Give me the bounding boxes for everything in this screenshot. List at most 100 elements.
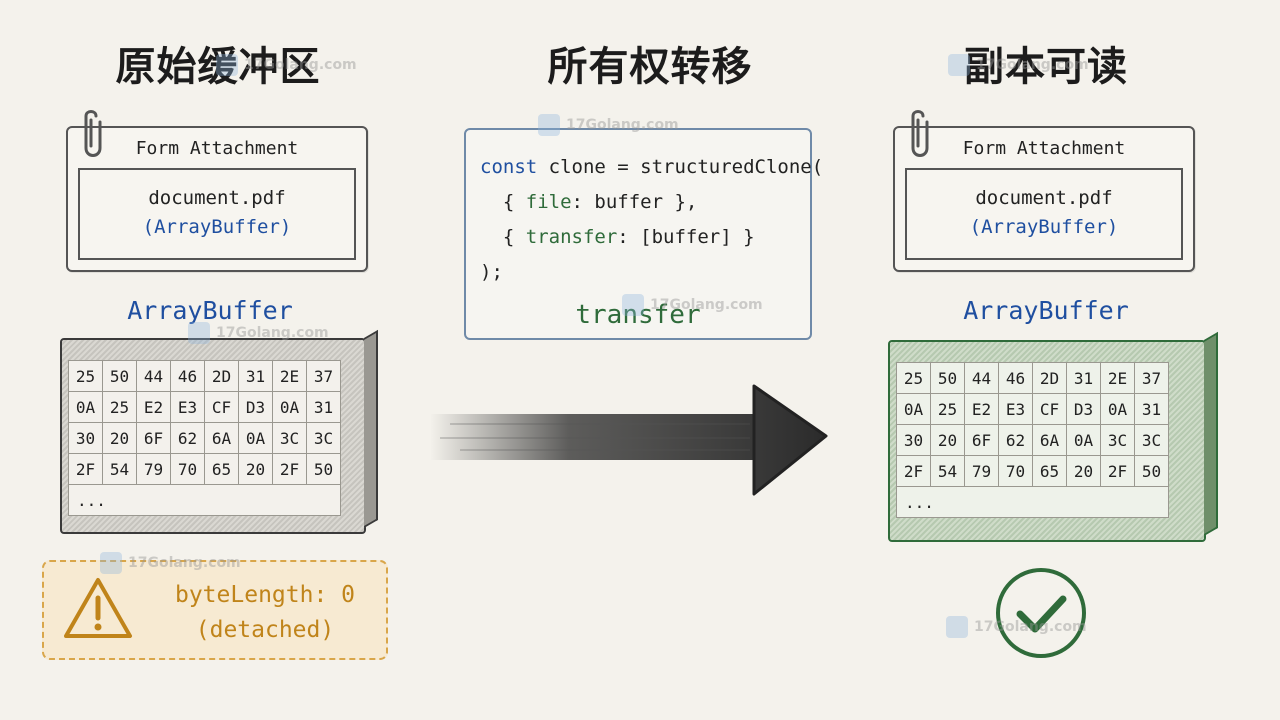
- left-hex-cell: 31: [306, 391, 341, 423]
- watermark-logo-icon: [948, 54, 970, 76]
- left-hex-ellipsis: ...: [68, 484, 341, 516]
- left-hex-cell: CF: [204, 391, 239, 423]
- left-hex-cell: 2D: [204, 360, 239, 392]
- watermark: 17Golang.com: [538, 114, 679, 136]
- code-line-3-a: {: [480, 226, 526, 248]
- right-hex-cell: 31: [1134, 393, 1169, 425]
- right-hex-cell: 70: [998, 455, 1033, 487]
- heading-copy-readable: 副本可读: [964, 44, 1128, 90]
- left-hex-cell: 2F: [68, 453, 103, 485]
- right-paperclip-icon: [911, 110, 929, 157]
- right-hex-cell: 44: [964, 362, 999, 394]
- left-hex-cell: E2: [136, 391, 171, 423]
- right-hex-cell: 3C: [1100, 424, 1135, 456]
- right-hex-cell: 50: [1134, 455, 1169, 487]
- code-line-1: clone = structuredClone(: [537, 156, 824, 178]
- check-circle-icon: [996, 568, 1086, 658]
- right-hex-cell: E2: [964, 393, 999, 425]
- watermark-logo-icon: [946, 616, 968, 638]
- left-hex-cell: 25: [68, 360, 103, 392]
- left-hex-cell: 65: [204, 453, 239, 485]
- left-hex-cell: 44: [136, 360, 171, 392]
- warning-triangle-icon: [64, 578, 132, 638]
- transfer-caption: transfer: [575, 300, 701, 330]
- left-hex-cell: 62: [170, 422, 205, 454]
- left-buffer-block-side: [364, 329, 378, 528]
- left-hex-cell: 37: [306, 360, 341, 392]
- left-paperclip-icon: [84, 110, 102, 157]
- left-card-filename: document.pdf: [148, 187, 286, 209]
- code-line-2-a: {: [480, 191, 526, 213]
- left-arraybuffer-label: ArrayBuffer: [127, 296, 293, 325]
- right-hex-cell: 79: [964, 455, 999, 487]
- code-prop-transfer: transfer: [525, 226, 618, 248]
- right-form-attachment-card: Form Attachment document.pdf (ArrayBuffe…: [893, 126, 1195, 272]
- heading-original-buffer: 原始缓冲区: [115, 44, 321, 90]
- right-hex-cell: 2F: [896, 455, 931, 487]
- right-hex-cell: 50: [930, 362, 965, 394]
- left-hex-cell: E3: [170, 391, 205, 423]
- left-hex-cell: 20: [238, 453, 273, 485]
- heading-ownership-transfer: 所有权转移: [547, 44, 753, 90]
- warning-bytelength: byteLength: 0: [174, 582, 355, 608]
- right-hex-cell: 37: [1134, 362, 1169, 394]
- warning-text: byteLength: 0 (detached): [144, 578, 386, 648]
- code-prop-file: file: [525, 191, 572, 213]
- right-hex-cell: 0A: [1066, 424, 1101, 456]
- right-buffer-block-side: [1204, 331, 1218, 536]
- watermark-logo-icon: [622, 294, 644, 316]
- code-line-4: );: [480, 261, 503, 283]
- right-hex-cell: 31: [1066, 362, 1101, 394]
- right-hex-cell: 25: [930, 393, 965, 425]
- left-hex-cell: 3C: [306, 422, 341, 454]
- left-hex-cell: 30: [68, 422, 103, 454]
- left-hex-cell: 79: [136, 453, 171, 485]
- left-hex-cell: 6A: [204, 422, 239, 454]
- left-hex-cell: 50: [306, 453, 341, 485]
- watermark-logo-icon: [216, 54, 238, 76]
- right-hex-cell: E3: [998, 393, 1033, 425]
- right-hex-row-ellipsis: ...: [896, 486, 1169, 518]
- right-hex-cell: 65: [1032, 455, 1067, 487]
- right-card-title: Form Attachment: [962, 138, 1126, 159]
- code-keyword-const: const: [480, 156, 538, 178]
- right-hex-cell: 62: [998, 424, 1033, 456]
- left-hex-cell: 70: [170, 453, 205, 485]
- left-hex-cell: 20: [102, 422, 137, 454]
- right-card-file: document.pdf (ArrayBuffer): [905, 168, 1183, 260]
- right-hex-cell: 0A: [1100, 393, 1135, 425]
- watermark: 17Golang.com: [622, 294, 763, 316]
- left-hex-cell: 0A: [272, 391, 307, 423]
- left-hex-cell: 0A: [238, 422, 273, 454]
- detached-warning-box: byteLength: 0 (detached): [42, 560, 388, 660]
- watermark-logo-icon: [538, 114, 560, 136]
- right-hex-cell: CF: [1032, 393, 1067, 425]
- right-hex-cell: 46: [998, 362, 1033, 394]
- right-hex-cell: 2E: [1100, 362, 1135, 394]
- left-hex-row-ellipsis: ...: [68, 484, 341, 516]
- warning-detached: (detached): [195, 617, 335, 643]
- right-hex-cell: 2F: [1100, 455, 1135, 487]
- left-hex-cell: 54: [102, 453, 137, 485]
- right-hex-cell: 30: [896, 424, 931, 456]
- left-hex-cell: 50: [102, 360, 137, 392]
- watermark-logo-icon: [100, 552, 122, 574]
- left-card-title: Form Attachment: [135, 138, 299, 159]
- left-hex-cell: 46: [170, 360, 205, 392]
- right-hex-cell: D3: [1066, 393, 1101, 425]
- watermark-logo-icon: [188, 322, 210, 344]
- left-card-file: document.pdf (ArrayBuffer): [78, 168, 356, 260]
- watermark: 17Golang.com: [948, 54, 1089, 76]
- left-hex-cell: 2E: [272, 360, 307, 392]
- right-hex-cell: 25: [896, 362, 931, 394]
